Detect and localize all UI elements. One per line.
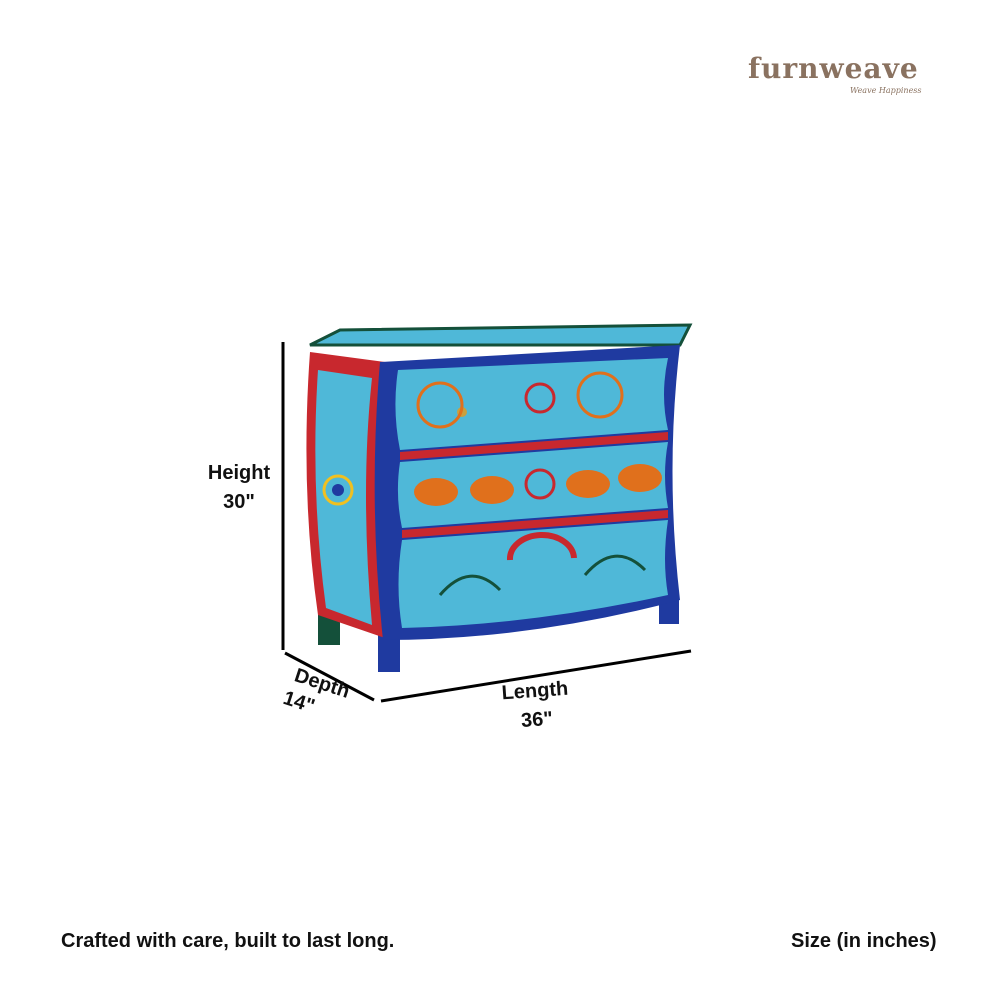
elephant-motifs	[414, 464, 662, 506]
depth-dimension-line	[284, 651, 375, 702]
height-value: 30"	[223, 491, 255, 513]
back-left-leg	[318, 615, 340, 645]
size-note: Size (in inches)	[791, 930, 937, 952]
drawer-top	[395, 358, 668, 450]
chest-of-drawers	[306, 323, 693, 672]
side-sun-motif	[322, 474, 354, 506]
length-label: Length 36"	[486, 677, 585, 736]
side-panel-inner	[315, 370, 372, 625]
height-label-text: Height	[207, 462, 271, 484]
length-dimension-line	[380, 649, 692, 703]
top-surface	[309, 323, 693, 347]
brand-name: furnweave	[748, 52, 919, 85]
brand-tagline: Weave Happiness	[850, 86, 922, 95]
height-label: Height 30"	[196, 462, 282, 514]
brand-logo: furnweave Weave Happiness	[748, 52, 923, 102]
drawer-bottom	[398, 520, 668, 628]
footer-tagline: Crafted with care, built to last long.	[61, 930, 395, 952]
drawer-middle	[397, 442, 668, 528]
